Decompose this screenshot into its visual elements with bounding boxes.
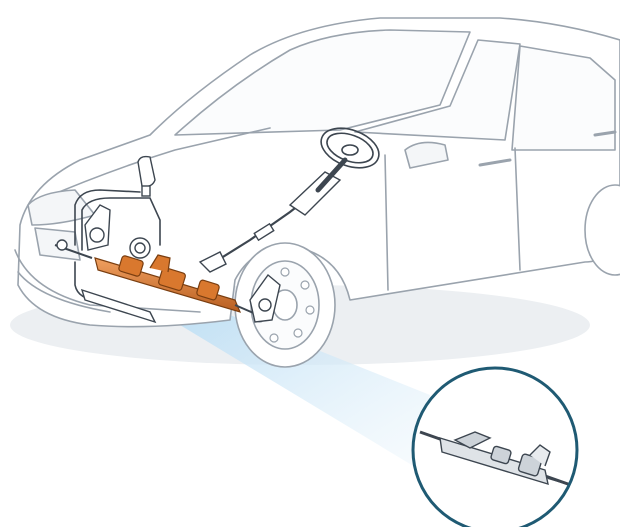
front-wheel (234, 242, 336, 368)
steering-wheel-icon (320, 127, 380, 169)
reservoir-icon (137, 155, 156, 197)
magnifier-circle (411, 366, 579, 527)
cooler (80, 288, 157, 324)
rear-wheel (584, 184, 620, 276)
power-steering-pump (84, 204, 151, 259)
steering-column (208, 157, 348, 267)
rack-detail-icon (419, 430, 577, 492)
tie-rods (54, 239, 281, 323)
steering-rack-icon (94, 254, 242, 313)
car-body (14, 17, 620, 328)
magnifier-beam (180, 315, 430, 470)
